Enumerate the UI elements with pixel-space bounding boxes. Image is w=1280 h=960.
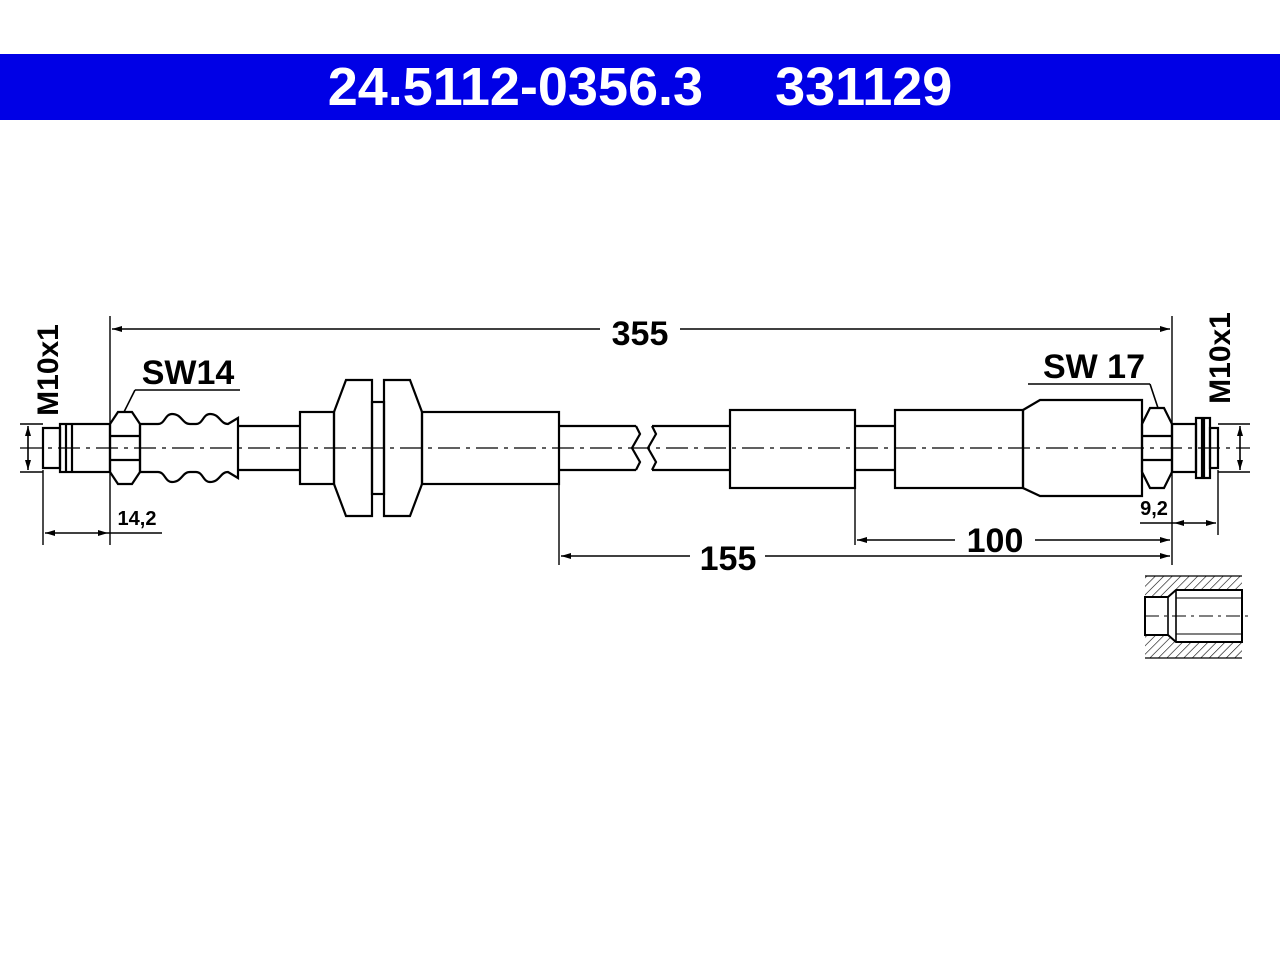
- left-crimp-sleeve: [138, 412, 240, 484]
- detail-section-view: [1144, 575, 1250, 659]
- dim-label-14-2: 14,2: [118, 508, 157, 530]
- dim-label-355: 355: [612, 315, 669, 353]
- right-fitting-socket: [1021, 398, 1144, 498]
- dim-label-9-2: 9,2: [1140, 498, 1168, 520]
- dimension-lines: [25, 326, 1243, 559]
- part-number: 24.5112-0356.3: [327, 57, 704, 117]
- right-fitting-body: [893, 408, 1025, 490]
- sw17-leader: [1149, 383, 1159, 409]
- reference-number: 331129: [775, 57, 953, 117]
- label-left-thread: M10x1: [32, 324, 65, 416]
- sw14-leader: [123, 389, 136, 413]
- label-sw14: SW14: [142, 354, 235, 392]
- dim-label-155: 155: [700, 540, 757, 578]
- bracket-flange-left: [332, 378, 374, 518]
- title-banner: 24.5112-0356.3 331129: [0, 54, 1280, 120]
- dim-label-100: 100: [967, 522, 1024, 560]
- label-right-thread: M10x1: [1204, 312, 1237, 404]
- label-sw17: SW 17: [1043, 348, 1145, 386]
- right-sleeve: [728, 408, 857, 490]
